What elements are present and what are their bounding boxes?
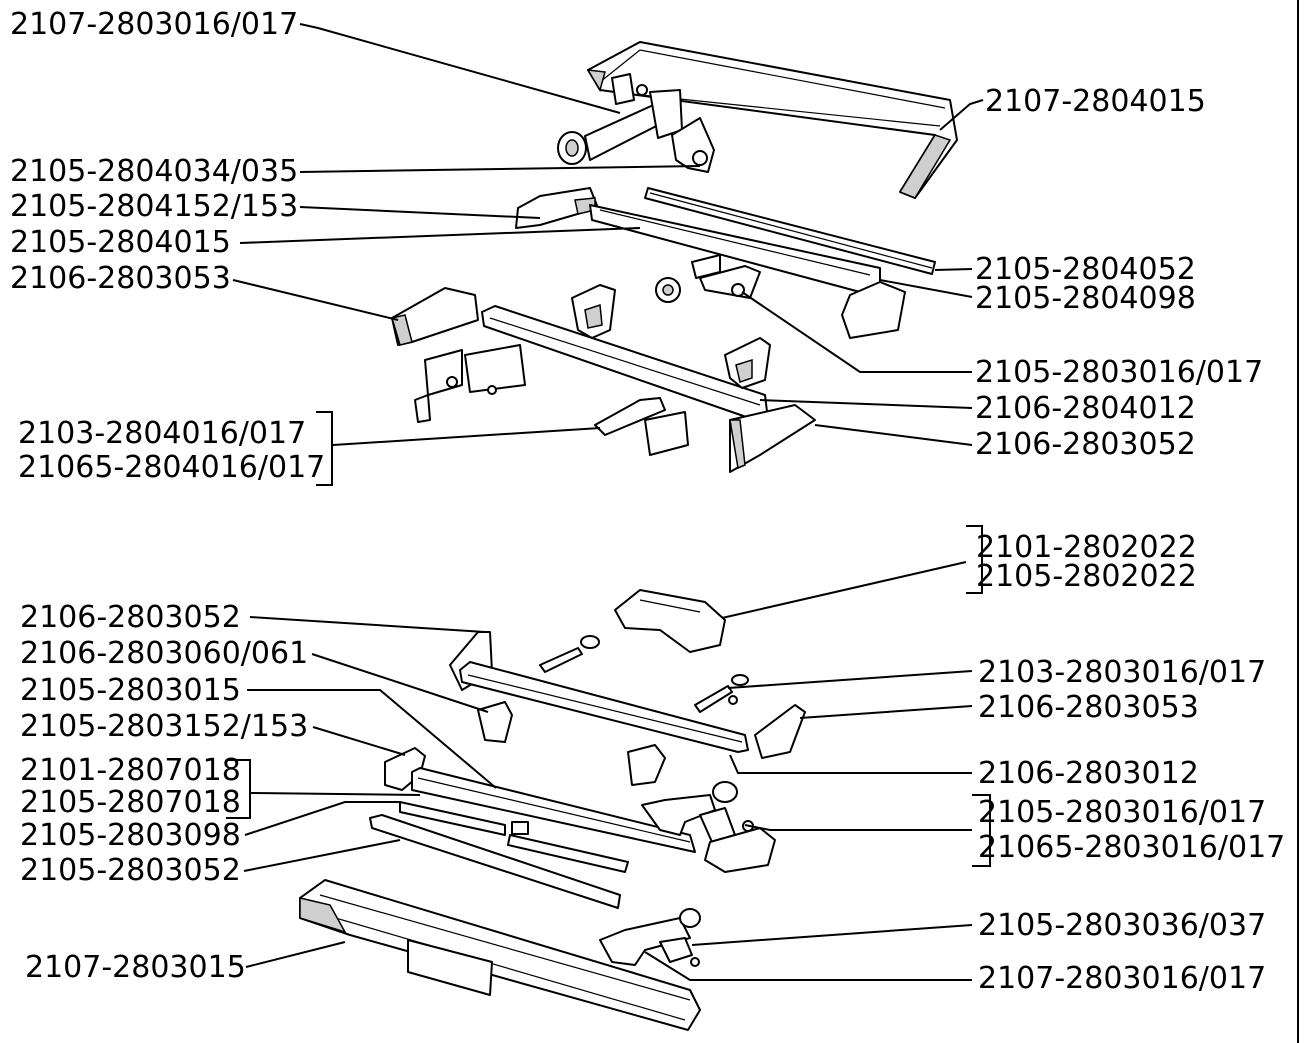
part-rear-endcap-right [841,281,906,339]
part-front-lower-bracket [599,908,701,967]
part-front-tow-bracket [614,589,726,653]
part-front-bar-2106 [459,661,749,753]
part-rear-mount-bracket [655,254,761,303]
part-rear-guard [571,284,616,339]
label-front-2107-2803016-017: 2107-2803016/017 [978,961,1266,996]
part-front-end-2106-2803053 [754,704,806,759]
label-front-2106-2803012: 2106-2803012 [978,756,1199,791]
label-rear-2103-2804016-017: 2103-2804016/017 [18,416,306,451]
label-rear-2107-2803016-017: 2107-2803016/017 [10,7,298,42]
part-rear-bracket-2105 [671,117,715,173]
label-rear-21065-2804016-017: 21065-2804016/017 [18,450,325,485]
label-rear-2106-2803053: 2106-2803053 [10,261,231,296]
label-front-2105-2803036-037: 2105-2803036/037 [978,908,1266,943]
label-front-2106-2803052: 2106-2803052 [20,600,241,635]
label-rear-2105-2804052: 2105-2804052 [975,252,1196,287]
part-rear-bar-2106 [481,305,769,421]
label-front-2105-2803016-017: 2105-2803016/017 [978,795,1266,830]
label-front-2107-2803015: 2107-2803015 [25,950,246,985]
front-bumper-assembly [299,589,806,1031]
label-front-2105-2802022: 2105-2802022 [976,559,1197,594]
part-front-bar-2105 [411,767,696,853]
part-rear-endcap-left [515,187,599,229]
part-rear-strip-2105 [644,187,936,275]
part-rear-center-bracket [594,397,689,456]
label-rear-2106-2803052: 2106-2803052 [975,427,1196,462]
part-rear-end-2106-2803053 [391,287,479,346]
label-front-2105-2803152-153: 2105-2803152/153 [20,709,308,744]
part-front-molding [369,814,621,909]
label-front-2101-2802022: 2101-2802022 [976,530,1197,565]
leader-lines [226,23,991,981]
label-rear-2105-2804034-035: 2105-2804034/035 [10,154,298,189]
label-rear-2107-2804015: 2107-2804015 [985,84,1206,119]
label-rear-2105-2804098: 2105-2804098 [975,281,1196,316]
part-front-bolts [539,635,749,713]
label-front-2103-2803016-017: 2103-2803016/017 [978,655,1266,690]
label-front-2101-2807018: 2101-2807018 [20,753,241,788]
label-front-2106-2803053: 2106-2803053 [978,690,1199,725]
label-front-21065-2803016-017: 21065-2803016/017 [978,830,1285,865]
label-rear-2105-2804152-153: 2105-2804152/153 [10,189,298,224]
part-rear-bracket-tube [557,73,683,165]
label-front-2105-2807018: 2105-2807018 [20,785,241,820]
label-front-2106-2803060-061: 2106-2803060/061 [20,636,308,671]
label-front-2105-2803015: 2105-2803015 [20,673,241,708]
label-rear-2105-2803016-017: 2105-2803016/017 [975,355,1263,390]
part-rear-block [724,337,771,389]
part-front-strip [399,801,629,873]
part-front-bumper-2107 [299,879,701,1031]
rear-bumper-assembly [391,41,958,473]
part-front-guard [477,701,666,786]
part-rear-side-brackets [414,344,526,423]
label-rear-2106-2804012: 2106-2804012 [975,391,1196,426]
label-front-2105-2803052: 2105-2803052 [20,853,241,888]
part-rear-bumper-2107 [586,41,958,199]
part-rear-end-2106-2803052 [729,404,816,473]
label-rear-2105-2804015: 2105-2804015 [10,225,231,260]
part-labels: 2107-2803016/017 2107-2804015 2105-28040… [10,7,1285,996]
label-front-2105-2803098: 2105-2803098 [20,818,241,853]
